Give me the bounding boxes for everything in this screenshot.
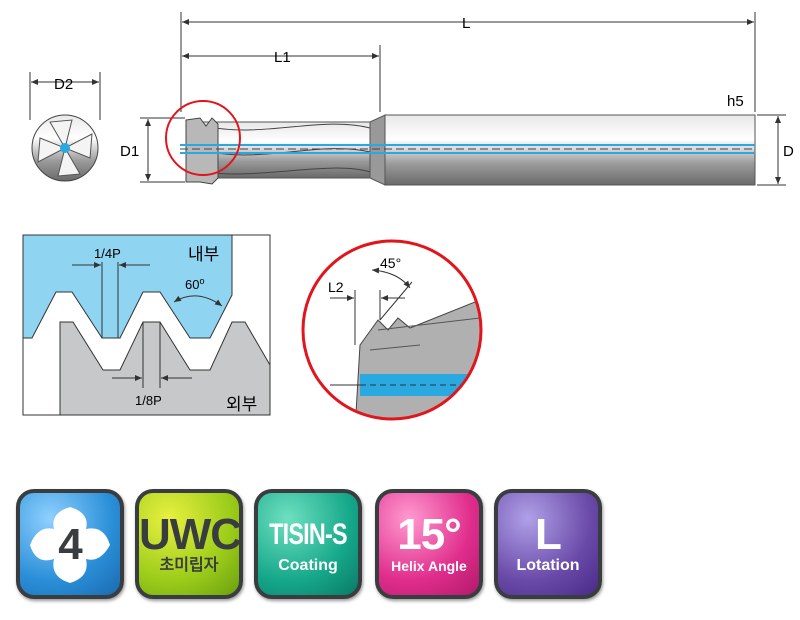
- label-eighth-pitch: 1/8P: [135, 393, 162, 408]
- badge-coating-value: TISIN-S: [269, 518, 348, 551]
- label-D2: D2: [54, 76, 73, 93]
- label-angle-45: 45°: [380, 255, 401, 271]
- label-L2: L2: [328, 279, 344, 295]
- end-view: [31, 114, 99, 182]
- badge-rotation-label: Lotation: [516, 557, 580, 574]
- thread-profile: [22, 234, 271, 416]
- badge-material-label: 초미립자: [159, 557, 219, 574]
- label-L1: L1: [274, 49, 291, 66]
- detail-marker-circle: [165, 100, 241, 176]
- label-D1: D1: [120, 143, 139, 160]
- badge-flutes: 4: [16, 489, 124, 599]
- badge-rotation-value: L: [535, 510, 562, 559]
- label-external: 외부: [226, 395, 257, 414]
- badge-helix: 15° Helix Angle: [375, 489, 483, 599]
- badge-coating: TISIN-S Coating: [254, 489, 362, 599]
- badge-helix-value: 15°: [397, 510, 462, 559]
- tool-side-view: [165, 100, 756, 186]
- label-L: L: [462, 15, 470, 32]
- label-thread-angle: 60o: [185, 276, 204, 292]
- badge-coating-label: Coating: [278, 557, 338, 574]
- badge-flutes-value: 4: [58, 520, 82, 569]
- flute-icon: [30, 507, 110, 583]
- label-h5: h5: [727, 93, 744, 110]
- technical-drawing: L L1 D1 D h5 D2 1/4P 1/8P 60o 내부 외부: [22, 12, 794, 421]
- dimension-L: [29, 12, 786, 186]
- label-D: D: [783, 143, 794, 160]
- badge-material: UWC 초미립자: [135, 489, 243, 599]
- badge-rotation: L Lotation: [494, 489, 602, 599]
- label-internal: 내부: [188, 245, 219, 264]
- badge-material-value: UWC: [139, 510, 242, 559]
- badge-helix-label: Helix Angle: [391, 558, 467, 574]
- label-quarter-pitch: 1/4P: [94, 246, 121, 261]
